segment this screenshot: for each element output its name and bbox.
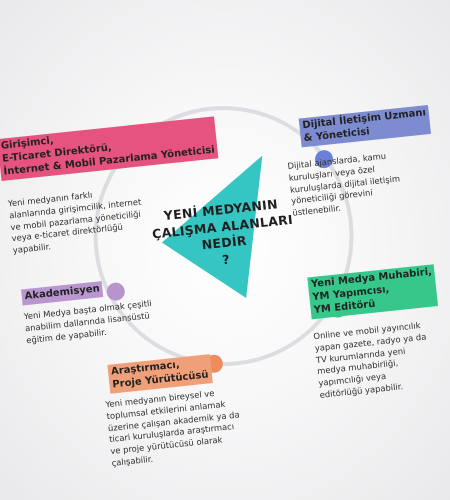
desc-dijital-iletisim: Dijital ajanslarda, kamu kuruluşları vey… xyxy=(287,149,403,219)
dot-akademisyen xyxy=(106,282,125,301)
desc-yeni-medya-muhabiri: Online ve mobil yayıncılık yapan gazete,… xyxy=(313,320,432,402)
desc-arastirmaci: Yeni medyanın bireysel ve toplumsal etki… xyxy=(105,386,244,470)
orbit-ring xyxy=(93,106,354,367)
center-triangle xyxy=(161,155,263,299)
dot-dijital-iletisim xyxy=(315,150,334,169)
